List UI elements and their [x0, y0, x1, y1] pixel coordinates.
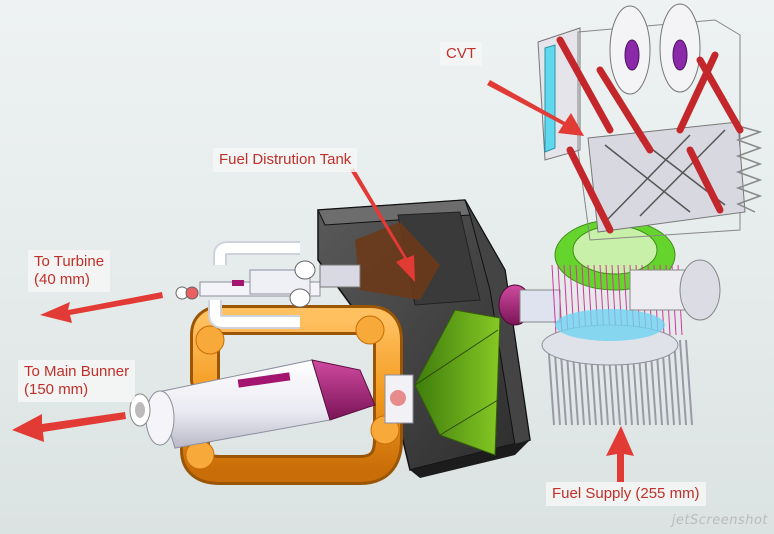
- cvt-label: CVT: [440, 42, 482, 66]
- supply-fin: [685, 339, 693, 426]
- turbine-label-line2: (40 mm): [34, 271, 90, 288]
- fuel-supply-manifold: [541, 219, 721, 426]
- turbine-label-line1: To Turbine: [34, 253, 105, 270]
- arrow-tank: [350, 168, 415, 282]
- burner-label-line1: To Main Bunner: [24, 363, 130, 380]
- callout-arrows: [12, 80, 634, 482]
- supply-label: Fuel Supply (255 mm): [546, 482, 706, 506]
- burner-label: To Main Bunner (150 mm): [18, 360, 136, 402]
- arrow-turbine: [40, 292, 163, 323]
- main-burner-tube: [129, 359, 414, 449]
- supply-fin: [679, 339, 687, 426]
- fuel-distribution-tank: [317, 199, 561, 478]
- watermark: jetScreenshot: [671, 513, 768, 528]
- arrow-supply: [606, 426, 634, 482]
- supply-fin: [673, 339, 681, 426]
- turbine-label: To Turbine (40 mm): [28, 250, 111, 292]
- green-distribution-cone: [414, 309, 501, 456]
- cvt-assembly: [537, 3, 763, 241]
- arrow-cvt: [487, 80, 584, 136]
- tank-label: Fuel Distrution Tank: [213, 148, 358, 172]
- turbine-pipe-assembly: [175, 241, 361, 329]
- cvt-label-text: CVT: [446, 45, 476, 62]
- supply-label-text: Fuel Supply (255 mm): [552, 485, 700, 502]
- tank-label-text: Fuel Distrution Tank: [219, 151, 352, 168]
- burner-label-line2: (150 mm): [24, 381, 89, 398]
- inner-cone-brown: [355, 222, 440, 300]
- arrow-burner: [12, 412, 126, 442]
